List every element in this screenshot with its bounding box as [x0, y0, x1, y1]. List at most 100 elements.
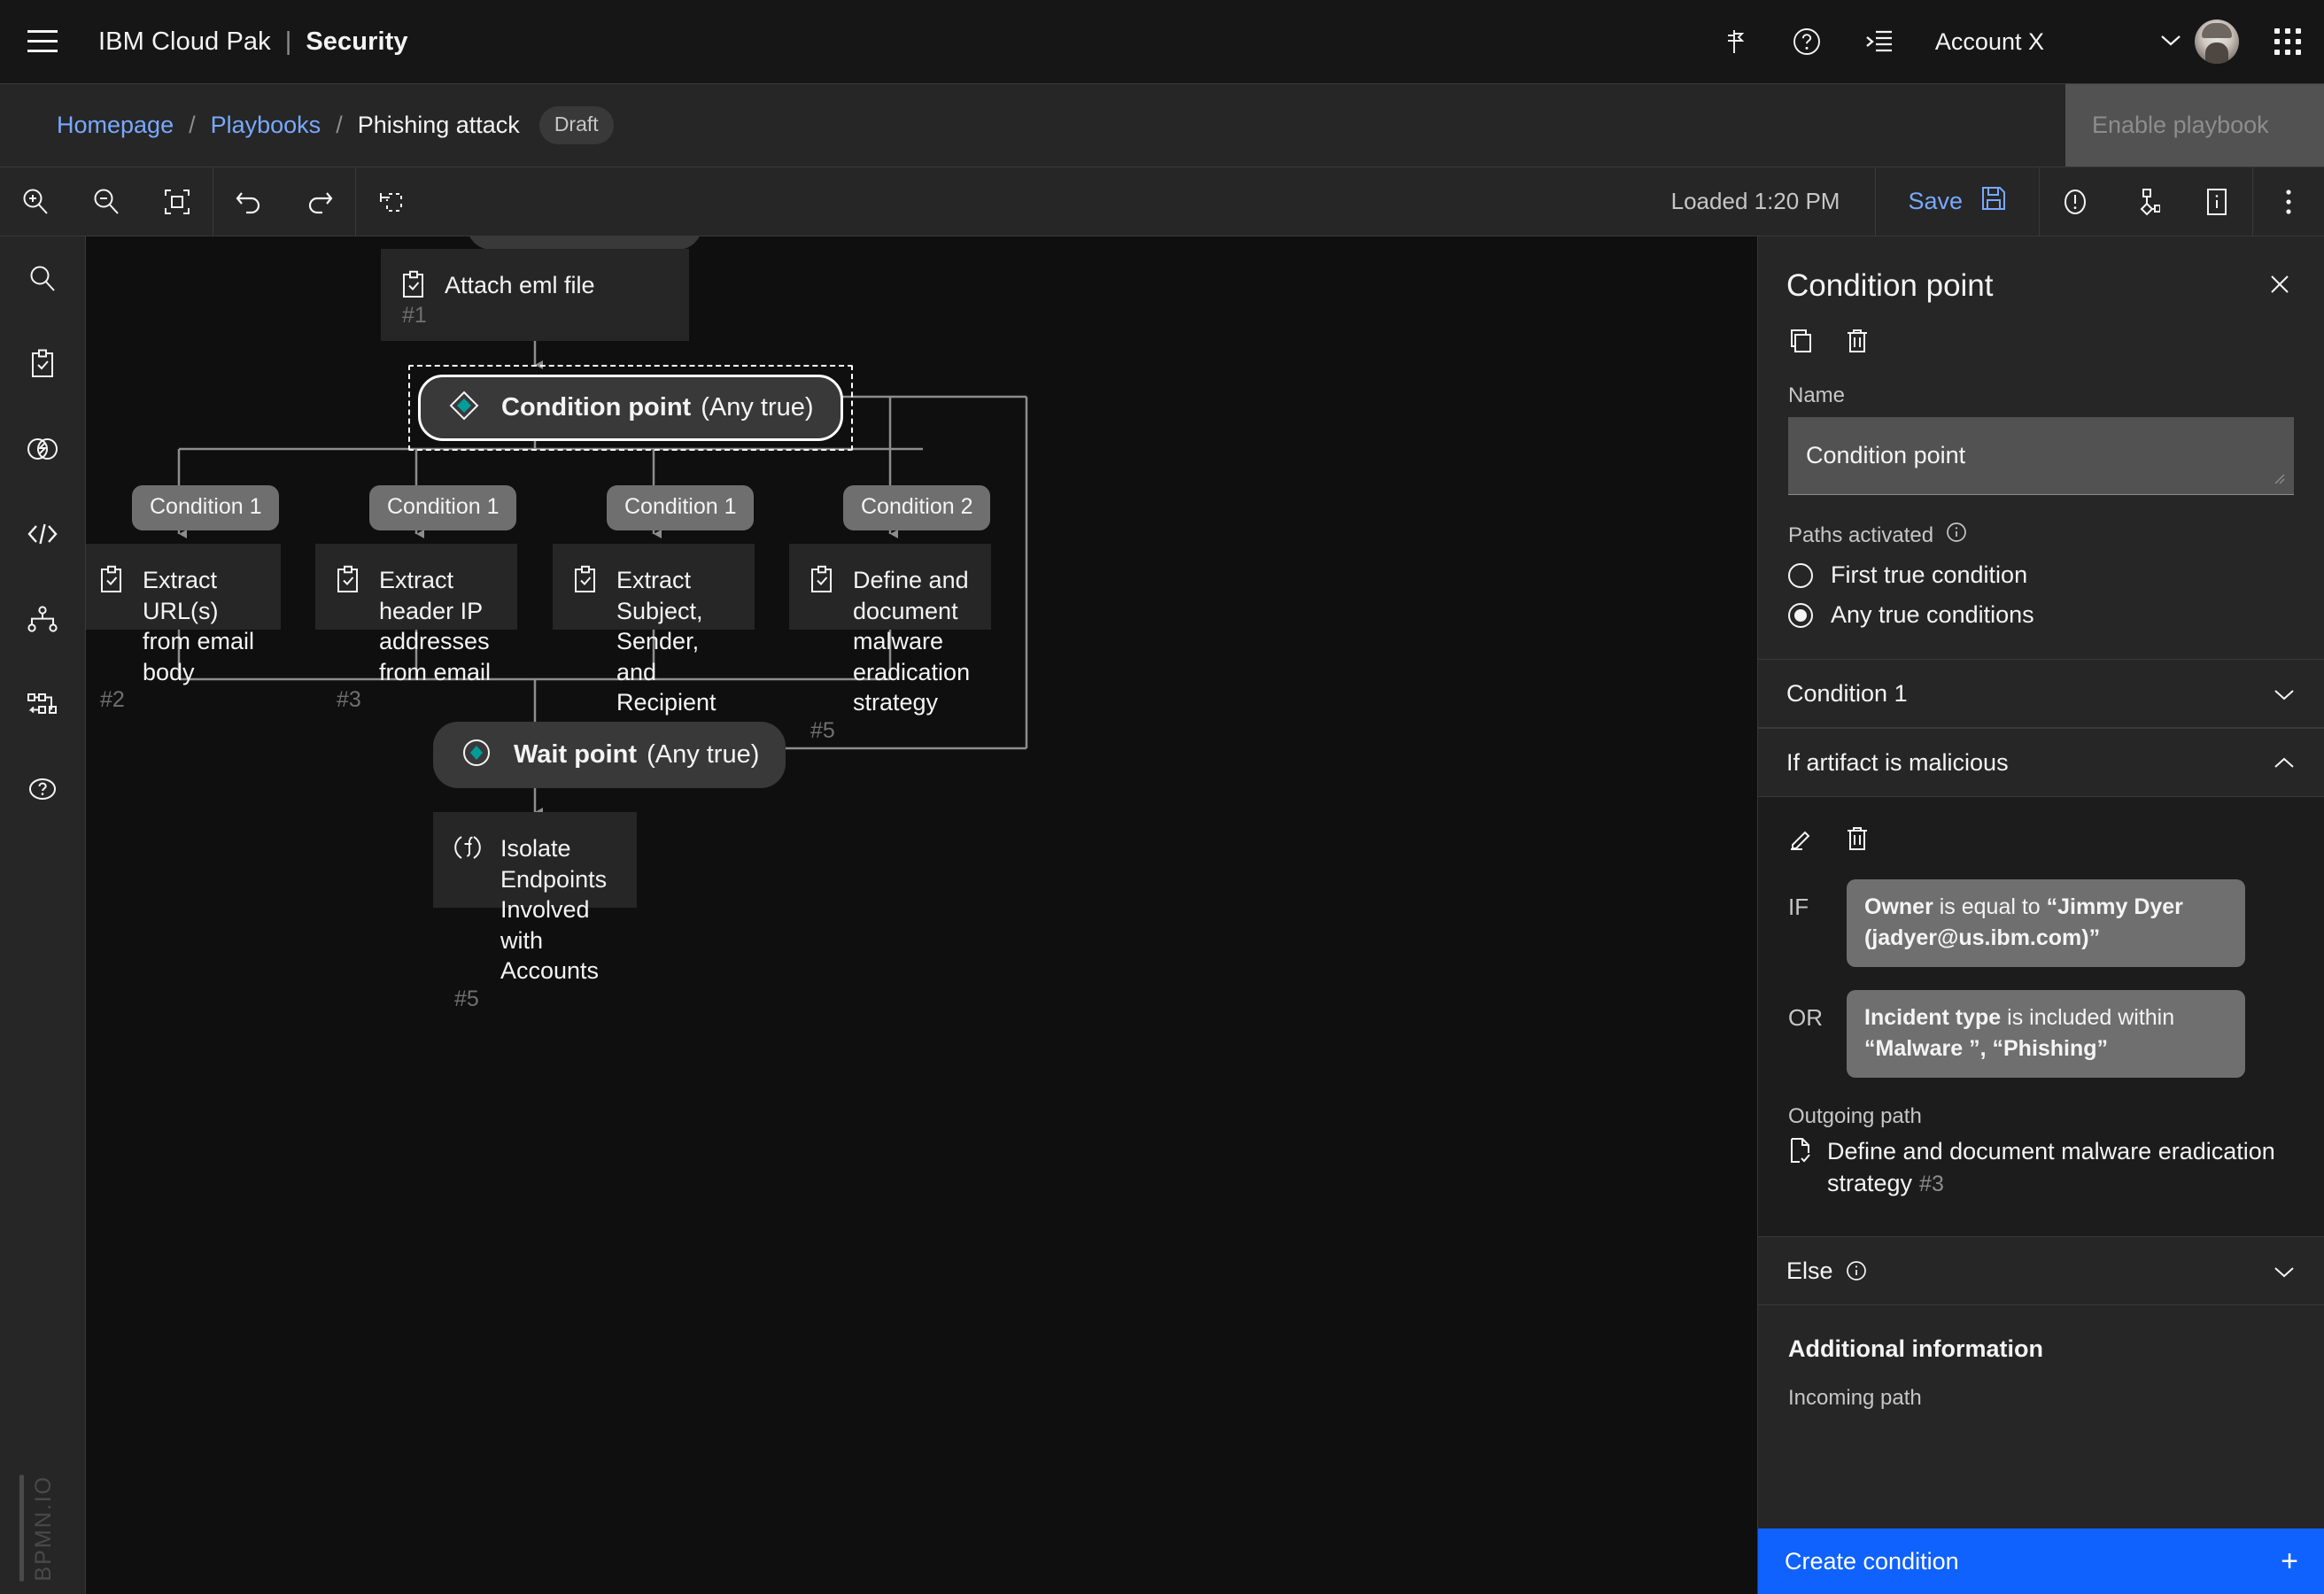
- alert-icon[interactable]: [2040, 167, 2111, 236]
- decision-tree-icon[interactable]: [2111, 167, 2181, 236]
- breadcrumb-item-homepage[interactable]: Homepage: [57, 112, 174, 138]
- workflow-icon[interactable]: [0, 662, 85, 747]
- search-icon[interactable]: [0, 236, 85, 321]
- condition-point-pill[interactable]: Condition point (Any true): [418, 375, 843, 441]
- name-label: Name: [1788, 383, 1846, 407]
- accordion-label: Else: [1786, 1257, 1833, 1284]
- help-circle-icon[interactable]: [0, 747, 85, 832]
- rule-operator: OR: [1788, 1004, 1823, 1031]
- help-icon[interactable]: [1770, 0, 1843, 83]
- node-task-6[interactable]: Isolate Endpoints Involved with Accounts…: [433, 812, 637, 1011]
- name-field-wrapper: [1758, 417, 2324, 495]
- paths-label-text: Paths activated: [1788, 522, 1934, 547]
- node-label: Wait point: [514, 740, 638, 769]
- undo-icon[interactable]: [213, 167, 284, 236]
- app-header: IBM Cloud Pak | Security Account X: [0, 0, 2324, 84]
- radio-first-true-condition[interactable]: First true condition: [1758, 549, 2324, 589]
- floppy-disk-icon: [1980, 185, 2007, 218]
- enable-playbook-button[interactable]: Enable playbook: [2065, 84, 2324, 166]
- node-task-5[interactable]: Define and document malware eradication …: [789, 544, 991, 743]
- name-input[interactable]: [1788, 417, 2294, 495]
- left-icon-rail: BPMN.IO: [0, 236, 86, 1594]
- chevron-up-icon: [2273, 749, 2296, 777]
- info-icon[interactable]: [1846, 1260, 1867, 1281]
- copy-icon[interactable]: [1788, 328, 1815, 359]
- brand-name: IBM Cloud Pak: [98, 27, 271, 56]
- rule-chip[interactable]: Incident type is included within “Malwar…: [1847, 990, 2245, 1078]
- node-task-2[interactable]: Extract URL(s) from email body #2: [86, 544, 281, 712]
- node-task-3[interactable]: Extract header IP addresses from email #…: [315, 544, 517, 712]
- edit-pencil-icon[interactable]: [1788, 825, 1815, 856]
- account-label: Account X: [1934, 27, 2044, 55]
- radio-any-true-conditions[interactable]: Any true conditions: [1758, 589, 2324, 629]
- breadcrumb: Homepage / Playbooks / Phishing attack D…: [57, 106, 614, 144]
- delete-icon[interactable]: [1845, 825, 1870, 856]
- wait-circle-icon: [460, 736, 493, 774]
- phishing-icon[interactable]: [0, 406, 85, 491]
- rule-operator: IF: [1788, 894, 1809, 920]
- panel-header: Condition point: [1758, 236, 2324, 305]
- playbook-canvas[interactable]: Start point Attach eml file #1 Condition…: [86, 236, 1757, 1594]
- task-icon[interactable]: [0, 321, 85, 406]
- rule-field: Owner: [1864, 894, 1933, 919]
- task-number: #1: [402, 303, 427, 328]
- account-selector[interactable]: Account X: [1916, 0, 2191, 83]
- redo-icon[interactable]: [284, 167, 355, 236]
- task-title: Extract header IP addresses from email: [379, 567, 492, 685]
- node-wait-point[interactable]: Wait point (Any true): [433, 722, 786, 788]
- hamburger-menu-icon[interactable]: [0, 0, 84, 83]
- overflow-menu-icon[interactable]: [2253, 167, 2324, 236]
- switcher-flag-icon[interactable]: [1698, 0, 1770, 83]
- task-number: #2: [100, 687, 125, 713]
- fit-to-screen-icon[interactable]: [142, 167, 213, 236]
- rule-verb: is equal to: [1933, 894, 2047, 919]
- info-icon[interactable]: [1946, 522, 1967, 549]
- zoom-out-icon[interactable]: [71, 167, 142, 236]
- start-point-pill[interactable]: Start point: [467, 236, 702, 250]
- task-icon: [335, 565, 361, 687]
- lasso-select-icon[interactable]: [356, 167, 427, 236]
- edge-label-condition-1[interactable]: Condition 1: [369, 485, 517, 530]
- rule-verb: is included within: [2001, 1005, 2175, 1030]
- app-title: IBM Cloud Pak | Security: [98, 27, 408, 57]
- radio-button[interactable]: [1788, 562, 1813, 588]
- incoming-path-label: Incoming path: [1788, 1386, 1922, 1411]
- edge-label-condition-1[interactable]: Condition 1: [607, 485, 755, 530]
- hierarchy-icon[interactable]: [0, 576, 85, 662]
- toolbar-right: Loaded 1:20 PM Save: [1636, 167, 2324, 236]
- delete-icon[interactable]: [1845, 328, 1870, 359]
- create-condition-label: Create condition: [1785, 1547, 1959, 1575]
- title-separator: |: [284, 27, 292, 56]
- edge-label-condition-1[interactable]: Condition 1: [132, 485, 280, 530]
- accordion-else[interactable]: Else: [1758, 1236, 2324, 1306]
- editor-toolbar: Loaded 1:20 PM Save: [0, 167, 2324, 236]
- rule-chip[interactable]: Owner is equal to “Jimmy Dyer (jadyer@us…: [1847, 879, 2245, 967]
- save-button[interactable]: Save: [1876, 167, 2039, 236]
- save-label: Save: [1908, 188, 1963, 214]
- node-label: Condition point: [501, 393, 692, 422]
- close-icon[interactable]: [2264, 268, 2296, 305]
- wait-point-pill[interactable]: Wait point (Any true): [433, 722, 786, 788]
- script-icon[interactable]: [0, 491, 85, 576]
- node-task-4[interactable]: Extract Subject, Sender, and Recipient f…: [553, 544, 755, 773]
- radio-label: Any true conditions: [1831, 601, 2034, 628]
- app-switcher-icon[interactable]: [2251, 0, 2324, 83]
- info-panel-icon[interactable]: [2181, 167, 2252, 236]
- radio-button-selected[interactable]: [1788, 602, 1813, 628]
- rule-row-or: OR Incident type is included within “Mal…: [1758, 967, 2324, 1078]
- node-start-point[interactable]: Start point: [467, 236, 702, 250]
- avatar[interactable]: [2195, 19, 2239, 64]
- accordion-condition-1[interactable]: Condition 1: [1758, 659, 2324, 728]
- breadcrumb-item-playbooks[interactable]: Playbooks: [210, 112, 321, 138]
- sidepanel-icon[interactable]: [1843, 0, 1916, 83]
- node-task-1[interactable]: Attach eml file #1: [381, 249, 689, 341]
- edge-label-condition-2[interactable]: Condition 2: [843, 485, 991, 530]
- panel-actions: [1758, 305, 2324, 359]
- accordion-if-artifact-is-malicious[interactable]: If artifact is malicious: [1758, 728, 2324, 797]
- outgoing-path-row[interactable]: Define and document malware eradication …: [1758, 1136, 2324, 1231]
- node-sublabel: (Any true): [701, 393, 814, 422]
- chevron-down-icon: [2159, 33, 2182, 51]
- create-condition-button[interactable]: Create condition +: [1758, 1528, 2324, 1594]
- toolbar-divider: [2252, 167, 2253, 236]
- zoom-in-icon[interactable]: [0, 167, 71, 236]
